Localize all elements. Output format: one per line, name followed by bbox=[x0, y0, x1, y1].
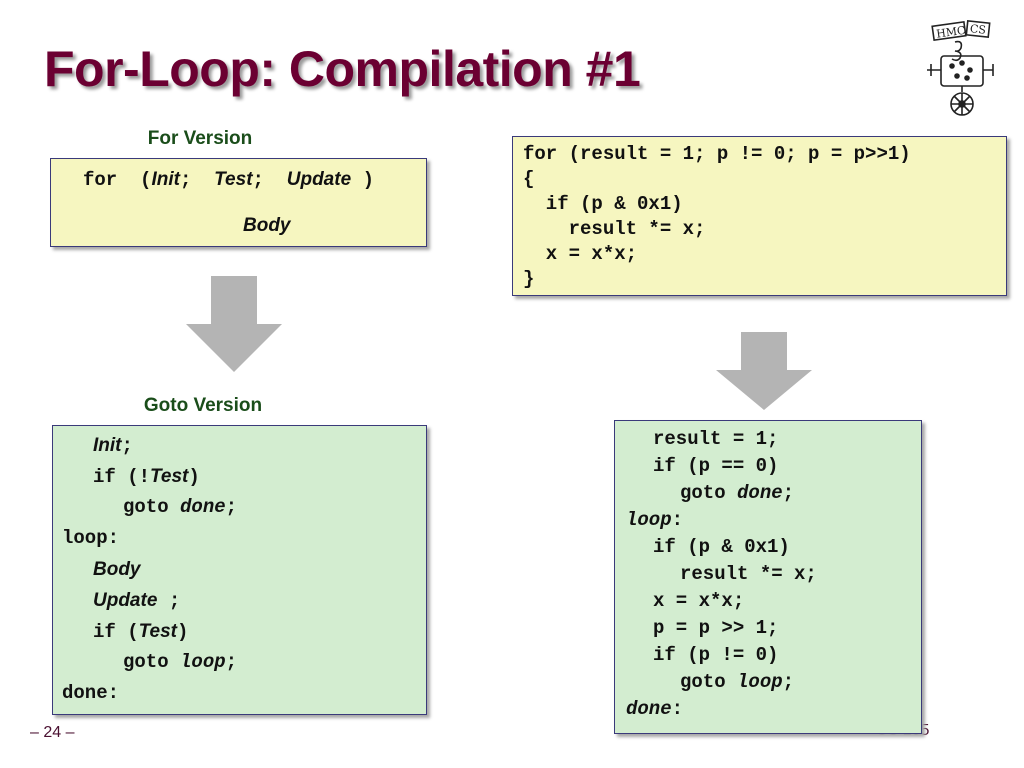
label-loop: loop bbox=[626, 509, 672, 531]
code-text: ) bbox=[176, 621, 189, 643]
paren-open: ( bbox=[140, 169, 152, 191]
test-placeholder: Test bbox=[150, 466, 189, 487]
svg-text:CS: CS bbox=[969, 22, 986, 37]
for-version-caption: For Version bbox=[147, 128, 253, 149]
goto-code-box: result = 1; if (p == 0) goto done; loop:… bbox=[614, 420, 922, 734]
code-text: ; bbox=[782, 482, 795, 504]
code-line: result *= x; bbox=[523, 218, 706, 240]
code-line: result *= x; bbox=[680, 563, 817, 585]
code-line: if (p != 0) bbox=[653, 644, 779, 666]
c-code-box: for (result = 1; p != 0; p = p>>1) { if … bbox=[512, 136, 1007, 296]
init-placeholder: Init bbox=[151, 169, 180, 190]
code-text: ; bbox=[225, 496, 238, 518]
for-header-line: for (Init; Test; Update ) bbox=[83, 166, 374, 194]
semicolon: ; bbox=[121, 435, 133, 457]
code-line: } bbox=[523, 268, 535, 290]
code-line: for (result = 1; p != 0; p = p>>1) bbox=[523, 143, 911, 165]
code-line: done: bbox=[626, 696, 683, 723]
code-text: ) bbox=[188, 466, 200, 488]
goto-line-if-not-test: if (!Test) bbox=[93, 463, 200, 491]
code-line: { bbox=[523, 168, 535, 190]
code-text: ; bbox=[225, 651, 238, 673]
goto-line-goto-done: goto done; bbox=[123, 494, 237, 521]
update-placeholder: Update bbox=[286, 169, 352, 190]
code-line: result = 1; bbox=[653, 428, 779, 450]
label-done: done bbox=[180, 496, 226, 518]
for-version-box: for (Init; Test; Update ) Body bbox=[50, 158, 427, 247]
code-line: if (p == 0) bbox=[653, 455, 779, 477]
semicolon-1: ; bbox=[179, 169, 192, 191]
code-text: : bbox=[671, 509, 684, 531]
goto-line-loop-label: loop: bbox=[62, 527, 120, 549]
code-text: goto bbox=[680, 671, 738, 693]
code-line: goto done; bbox=[680, 480, 794, 507]
paren-close: ) bbox=[362, 169, 374, 191]
test-placeholder: Test bbox=[214, 169, 253, 190]
label-done: done bbox=[737, 482, 783, 504]
hmc-cs-robot-logo-icon: HMC CS bbox=[927, 20, 994, 116]
label-done: done bbox=[626, 698, 672, 720]
code-line: x = x*x; bbox=[653, 590, 745, 612]
for-keyword: for bbox=[83, 169, 118, 191]
code-text: goto bbox=[123, 651, 181, 673]
body-placeholder: Body bbox=[93, 559, 141, 580]
slide-title: For-Loop: Compilation #1 bbox=[44, 41, 641, 97]
svg-text:HMC: HMC bbox=[935, 24, 966, 41]
update-placeholder: Update bbox=[93, 590, 158, 611]
code-text: if (! bbox=[93, 466, 151, 488]
test-placeholder: Test bbox=[138, 621, 177, 642]
label-loop: loop bbox=[737, 671, 783, 693]
code-line: p = p >> 1; bbox=[653, 617, 779, 639]
code-text: : bbox=[671, 698, 684, 720]
init-placeholder: Init bbox=[93, 435, 122, 456]
code-line: if (p & 0x1) bbox=[653, 536, 790, 558]
code-line: x = x*x; bbox=[523, 243, 638, 265]
goto-version-caption: Goto Version bbox=[143, 395, 263, 416]
page-number: – 24 – bbox=[30, 724, 75, 741]
down-arrow-icon bbox=[716, 332, 812, 410]
down-arrow-icon bbox=[186, 276, 282, 372]
body-placeholder: Body bbox=[243, 215, 291, 236]
code-line: goto loop; bbox=[680, 669, 794, 696]
goto-line-init: Init; bbox=[93, 432, 133, 460]
code-text: if ( bbox=[93, 621, 139, 643]
code-text: goto bbox=[680, 482, 738, 504]
semicolon-2: ; bbox=[252, 169, 264, 191]
goto-line-if-test: if (Test) bbox=[93, 618, 188, 646]
code-text: goto bbox=[123, 496, 181, 518]
semicolon: ; bbox=[168, 590, 181, 612]
code-line: loop: bbox=[626, 507, 683, 534]
code-text: ; bbox=[782, 671, 795, 693]
goto-line-done-label: done: bbox=[62, 682, 120, 704]
label-loop: loop bbox=[180, 651, 226, 673]
code-line: if (p & 0x1) bbox=[523, 193, 683, 215]
goto-line-update: Update ; bbox=[93, 587, 180, 615]
goto-version-box: Init; if (!Test) goto done; loop: Body U… bbox=[52, 425, 427, 715]
goto-line-goto-loop: goto loop; bbox=[123, 649, 237, 676]
